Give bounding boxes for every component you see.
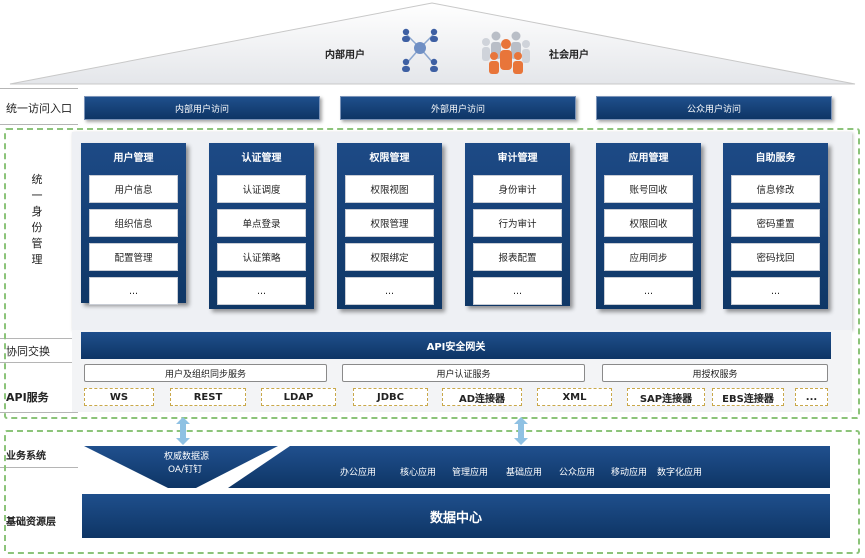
app-basic[interactable]: 基础应用 (506, 468, 543, 478)
service-user-auth[interactable]: 用户认证服务 (342, 364, 585, 382)
app-management[interactable]: 管理应用 (452, 468, 489, 478)
protocol-ad-connector[interactable]: AD连接器 (442, 388, 522, 406)
module-auth-management: 认证管理 认证调度 单点登录 认证策略 ... (209, 143, 314, 309)
roof-shape (9, 2, 856, 85)
identity-label: 统 一 身 份 管 理 (30, 172, 44, 268)
module-title: 审计管理 (497, 152, 538, 164)
module-item[interactable]: ... (731, 277, 820, 305)
module-item[interactable]: 密码重置 (731, 209, 820, 237)
apps-band (228, 446, 830, 488)
module-item[interactable]: 组织信息 (89, 209, 178, 237)
module-item[interactable]: ... (89, 277, 178, 305)
app-office[interactable]: 办公应用 (340, 468, 377, 478)
api-label: API服务 (6, 391, 49, 404)
protocol-sap-connector[interactable]: SAP连接器 (627, 388, 705, 406)
entry-public-button[interactable]: 公众用户访问 (596, 96, 832, 120)
protocol-rest[interactable]: REST (170, 388, 246, 406)
module-item[interactable]: 信息修改 (731, 175, 820, 203)
double-arrow-icon (176, 417, 190, 445)
module-audit-management: 审计管理 身份审计 行为审计 报表配置 ... (465, 143, 570, 306)
module-item[interactable]: 行为审计 (473, 209, 562, 237)
module-item[interactable]: ... (604, 277, 693, 305)
public-users-label: 社会用户 (549, 50, 589, 61)
datacenter-bar[interactable]: 数据中心 (82, 494, 830, 538)
crowd-icon (478, 22, 534, 76)
service-authorization[interactable]: 用授权服务 (602, 364, 828, 382)
module-item[interactable]: 账号回收 (604, 175, 693, 203)
protocol-ebs-connector[interactable]: EBS连接器 (712, 388, 784, 406)
divider-entry (0, 124, 78, 125)
module-title: 认证管理 (241, 152, 282, 164)
app-core[interactable]: 核心应用 (400, 468, 437, 478)
protocol-ws[interactable]: WS (84, 388, 154, 406)
identity-char: 份 (31, 221, 43, 234)
authority-funnel (84, 446, 278, 488)
module-item[interactable]: ... (473, 277, 562, 305)
module-item[interactable]: 单点登录 (217, 209, 306, 237)
module-item[interactable]: 用户信息 (89, 175, 178, 203)
authority-source-label: 权威数据源 (164, 452, 210, 462)
service-user-org-sync[interactable]: 用户及组织同步服务 (84, 364, 327, 382)
module-item[interactable]: 权限绑定 (345, 243, 434, 271)
module-item[interactable]: ... (345, 277, 434, 305)
module-title: 权限管理 (369, 152, 410, 164)
module-item[interactable]: 身份审计 (473, 175, 562, 203)
module-item[interactable]: 权限视图 (345, 175, 434, 203)
module-item[interactable]: 权限管理 (345, 209, 434, 237)
divider-api-bottom (0, 412, 78, 413)
app-mobile[interactable]: 移动应用 (611, 468, 648, 478)
people-network-icon (396, 24, 444, 74)
identity-char: 一 (31, 189, 43, 202)
module-title: 用户管理 (113, 152, 154, 164)
module-title: 应用管理 (628, 152, 669, 164)
module-item[interactable]: ... (217, 277, 306, 305)
module-item[interactable]: 应用同步 (604, 243, 693, 271)
divider-api (0, 362, 78, 363)
identity-char: 统 (31, 173, 43, 186)
entry-label: 统一访问入口 (6, 102, 72, 115)
module-item[interactable]: 认证调度 (217, 175, 306, 203)
protocol-xml[interactable]: XML (537, 388, 612, 406)
exchange-label: 协同交换 (6, 345, 50, 358)
module-user-management: 用户管理 用户信息 组织信息 配置管理 ... (81, 143, 186, 305)
divider-exchange (0, 338, 78, 339)
protocol-jdbc[interactable]: JDBC (353, 388, 428, 406)
module-item[interactable]: 认证策略 (217, 243, 306, 271)
entry-internal-button[interactable]: 内部用户访问 (84, 96, 320, 120)
authority-source-sub: OA/钉钉 (168, 465, 203, 475)
module-self-service: 自助服务 信息修改 密码重置 密码找回 ... (723, 143, 828, 309)
app-public[interactable]: 公众应用 (559, 468, 596, 478)
identity-panel (72, 132, 852, 330)
module-permission-management: 权限管理 权限视图 权限管理 权限绑定 ... (337, 143, 442, 309)
module-item[interactable]: 权限回收 (604, 209, 693, 237)
internal-users-label: 内部用户 (325, 50, 365, 61)
entry-external-button[interactable]: 外部用户访问 (340, 96, 576, 120)
module-item[interactable]: 报表配置 (473, 243, 562, 271)
infra-label: 基础资源层 (6, 517, 56, 528)
double-arrow-icon (514, 417, 528, 445)
divider-business (0, 467, 78, 468)
identity-char: 理 (31, 253, 43, 266)
module-app-management: 应用管理 账号回收 权限回收 应用同步 ... (596, 143, 701, 309)
identity-char: 管 (31, 237, 43, 250)
business-label: 业务系统 (6, 451, 46, 462)
protocol-ldap[interactable]: LDAP (261, 388, 336, 406)
module-item[interactable]: 密码找回 (731, 243, 820, 271)
module-title: 自助服务 (755, 152, 796, 164)
identity-zone (4, 128, 860, 419)
api-gateway-bar[interactable]: API安全网关 (81, 332, 831, 359)
divider-top (0, 88, 78, 89)
identity-char: 身 (31, 205, 43, 218)
module-item[interactable]: 配置管理 (89, 243, 178, 271)
app-digital[interactable]: 数字化应用 (657, 468, 703, 478)
business-zone (4, 430, 860, 554)
protocol-more[interactable]: ... (795, 388, 828, 406)
